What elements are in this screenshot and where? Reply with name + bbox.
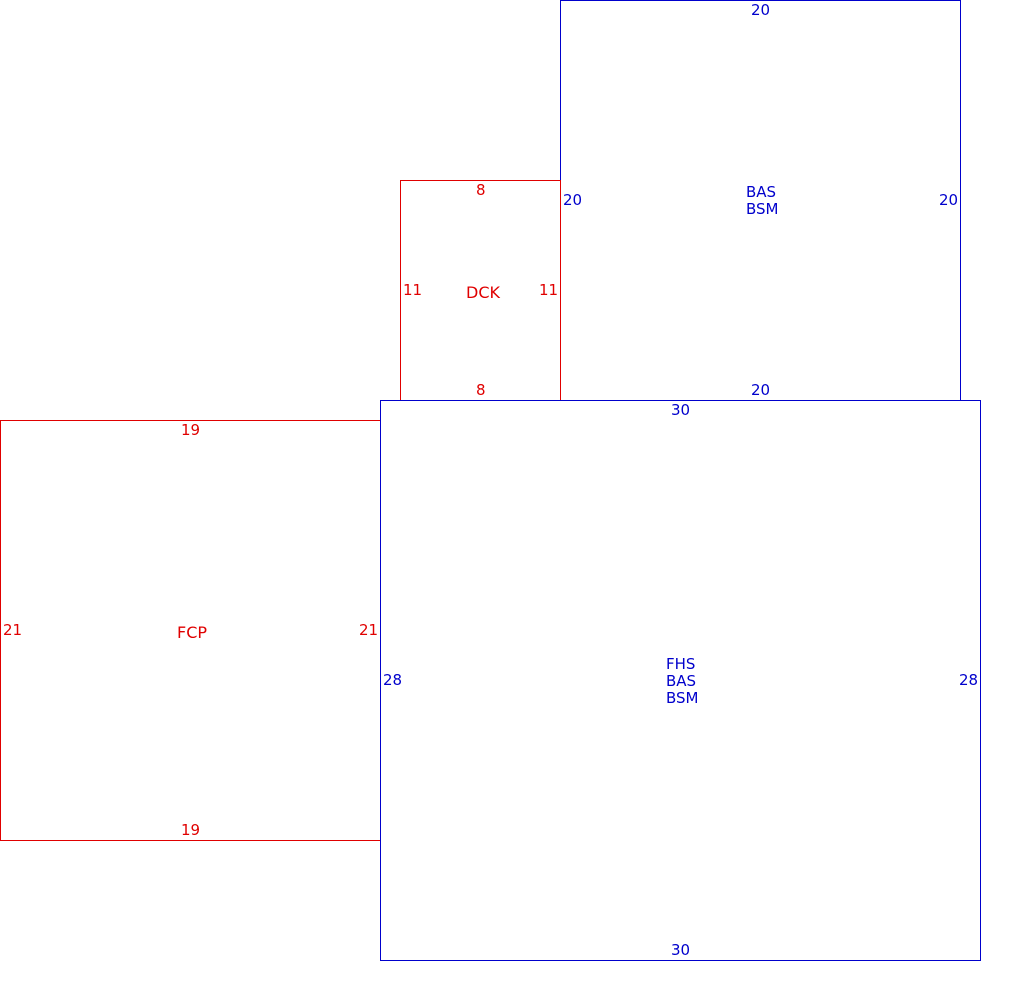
upper-blue-top-dim: 20 [751, 1, 771, 19]
main-blue-bottom-dim: 30 [671, 941, 691, 959]
upper-blue-label-2: BSM [746, 200, 779, 218]
dck-left-dim: 11 [403, 281, 423, 299]
upper-blue-left-dim: 20 [563, 191, 583, 209]
upper-blue-labels: BAS BSM [746, 184, 779, 218]
main-blue-area [380, 400, 981, 961]
fcp-label: FCP [177, 623, 208, 642]
fcp-top-dim: 19 [181, 421, 201, 439]
fcp-left-dim: 21 [3, 621, 23, 639]
fcp-right-dim: 21 [359, 621, 379, 639]
main-blue-label-3: BSM [666, 689, 699, 707]
main-blue-top-dim: 30 [671, 401, 691, 419]
dck-bottom-dim: 8 [476, 381, 486, 399]
fcp-bottom-dim: 19 [181, 821, 201, 839]
main-blue-right-dim: 28 [959, 671, 979, 689]
upper-blue-bottom-dim: 20 [751, 381, 771, 399]
dck-top-dim: 8 [476, 181, 486, 199]
upper-blue-label-1: BAS [746, 183, 777, 201]
main-blue-left-dim: 28 [383, 671, 403, 689]
dck-label: DCK [466, 283, 500, 302]
main-blue-label-1: FHS [666, 655, 696, 673]
dck-right-dim: 11 [539, 281, 559, 299]
main-blue-label-2: BAS [666, 672, 697, 690]
upper-blue-right-dim: 20 [939, 191, 959, 209]
main-blue-labels: FHS BAS BSM [666, 656, 699, 707]
